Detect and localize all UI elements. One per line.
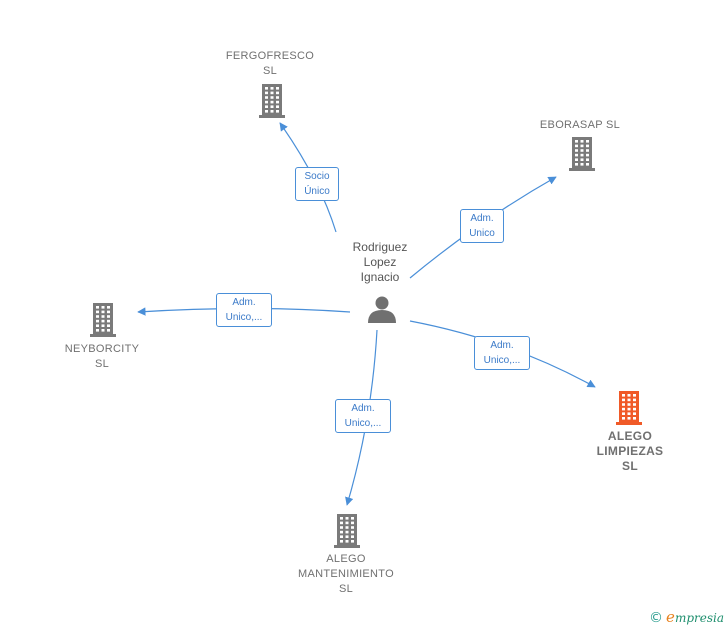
edge-label-adm-unico-eborasap[interactable]: Adm.Unico [460,209,504,243]
building-icon[interactable] [569,137,595,171]
building-icon[interactable] [616,391,642,425]
copyright-icon: © [649,610,664,626]
person-icon[interactable] [368,296,396,324]
building-icon[interactable] [90,303,116,337]
edge-label-adm-unico-neyborcity[interactable]: Adm.Unico,... [216,293,272,327]
brand-name: mpresia [674,611,724,625]
footer-brand[interactable]: ©empresia [649,608,724,626]
edges [137,122,596,506]
company-label-eborasap[interactable]: EBORASAP SL [539,119,621,131]
edge-label-adm-unico-alego-mantenimiento[interactable]: Adm.Unico,... [335,399,391,433]
building-icon[interactable] [334,514,360,548]
person-name[interactable]: Rodriguez Lopez Ignacio [352,240,408,284]
building-icon[interactable] [259,84,285,118]
brand-initial: e [666,608,675,626]
edge-label-adm-unico-alego-limpiezas[interactable]: Adm.Unico,... [474,336,530,370]
